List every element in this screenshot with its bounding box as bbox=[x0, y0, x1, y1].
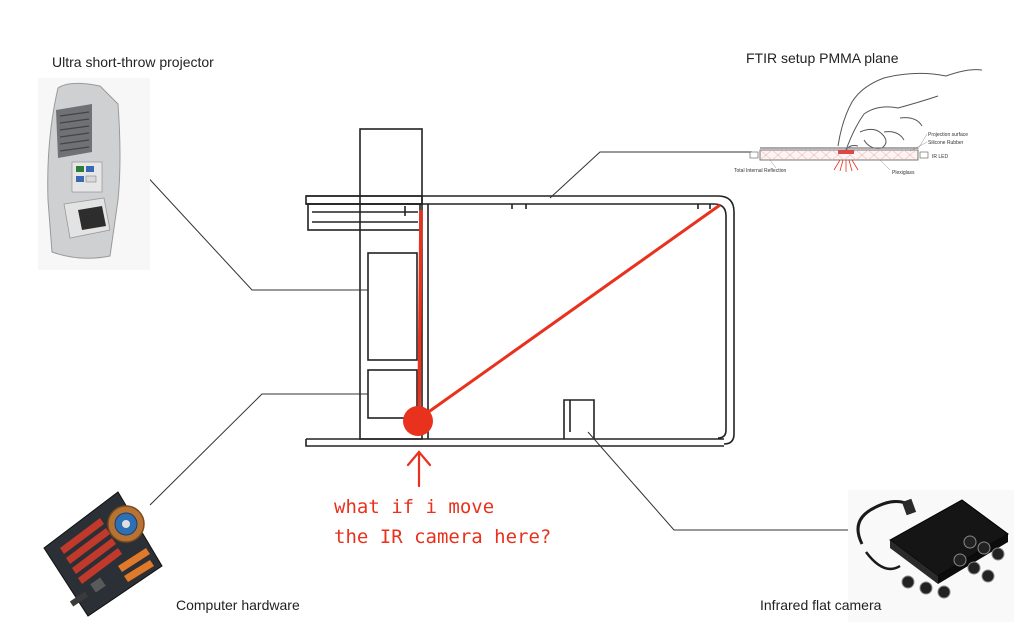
motherboard-photo bbox=[43, 491, 163, 617]
label-projector: Ultra short-throw projector bbox=[52, 54, 214, 70]
label-computer: Computer hardware bbox=[176, 597, 300, 613]
ftir-label-tir: Total Internal Reflection bbox=[734, 168, 786, 174]
arrow-up-icon bbox=[406, 450, 432, 488]
proposed-camera-position bbox=[403, 406, 433, 436]
leader-camera bbox=[587, 431, 860, 531]
annotation-overlay bbox=[403, 203, 721, 488]
camera-stand bbox=[563, 399, 595, 439]
label-camera: Infrared flat camera bbox=[760, 597, 882, 613]
projector-tower bbox=[359, 128, 423, 440]
ir-view-line-vertical bbox=[417, 209, 423, 419]
mirror-bracket bbox=[305, 195, 423, 205]
leader-ftir bbox=[549, 151, 752, 199]
ftir-label-ir-led: IR LED bbox=[932, 154, 949, 160]
mirror-bracket-lower bbox=[307, 203, 421, 231]
ftir-label-plexiglass: Plexiglass bbox=[892, 170, 915, 176]
hand-icon bbox=[837, 69, 983, 151]
leader-lines bbox=[129, 151, 860, 531]
ftir-detail: Projection surface Silicone Rubber IR LE… bbox=[734, 69, 983, 176]
cabinet bbox=[305, 128, 735, 447]
label-ftir: FTIR setup PMMA plane bbox=[746, 50, 899, 66]
projector-photo bbox=[38, 78, 150, 270]
top-surface bbox=[306, 195, 735, 445]
annotation-line-2: the IR camera here? bbox=[334, 526, 552, 548]
projector-compartment bbox=[367, 252, 418, 361]
ir-view-line-diagonal bbox=[419, 203, 721, 420]
ftir-label-projection-surface: Projection surface bbox=[928, 132, 968, 138]
ir-camera-photo bbox=[848, 490, 1014, 622]
leader-computer bbox=[149, 393, 368, 506]
base-plate bbox=[305, 438, 724, 447]
ftir-label-silicone-rubber: Silicone Rubber bbox=[928, 140, 964, 146]
annotation-line-1: what if i move bbox=[334, 496, 495, 518]
leader-projector bbox=[129, 157, 368, 291]
